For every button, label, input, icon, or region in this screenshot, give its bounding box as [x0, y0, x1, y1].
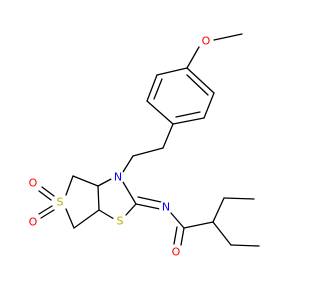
bond-aryl-1-2 [186, 67, 215, 94]
bond-c6a-s [98, 209, 115, 220]
bond-ch2-ch3-up [223, 197, 255, 200]
atom-label-o-sulfone-bottom: O [29, 216, 38, 229]
bond-c3a-c6a [97, 185, 100, 211]
atom-o-methoxy: O [199, 34, 213, 48]
atom-label-s-sulfone: S [57, 196, 64, 209]
bond-s-c2 [125, 203, 137, 216]
bond-s-o-bottom-second [38, 205, 53, 215]
bond-c-o-carbonyl-second [173, 226, 178, 245]
canvas-background [0, 0, 300, 300]
molecule-structure: O N N S O O S O [0, 0, 300, 300]
bond-n-c3a [97, 177, 114, 187]
bond-aryl-6-1 [156, 67, 188, 76]
bond-ch2-ch2 [132, 147, 164, 157]
bond-s-ch2 [65, 208, 75, 229]
atom-label-o-methoxy: O [202, 35, 211, 48]
bond-aryl-5-6 [146, 74, 158, 102]
bond-ch2-c6a [73, 209, 100, 229]
atom-label-o-carbonyl: O [172, 246, 181, 259]
bond-ch-ch2-down [212, 221, 232, 246]
bond-lines [38, 33, 260, 247]
bond-s-o-top-second [38, 190, 52, 201]
bond-aryl-1-2-inner [186, 74, 209, 96]
bond-c-ch [183, 221, 214, 229]
atom-label-n-imine: N [162, 201, 170, 214]
bond-ch2-ch3-down [230, 244, 260, 247]
atom-label-n-ring: N [114, 171, 122, 184]
atom-label-s-thiazolidine: S [117, 215, 124, 228]
atom-o-sulfone-bottom: O [26, 215, 40, 229]
bond-s-o-bottom [40, 209, 55, 219]
bond-ch2-s [65, 175, 74, 196]
bond-c2-n-imine-second [137, 196, 162, 203]
bond-aryl-3-4 [172, 117, 205, 125]
bond-c3a-ch2 [72, 175, 99, 187]
bond-aryl-5-6-inner [153, 78, 163, 100]
atom-n-ring: N [111, 170, 125, 184]
atom-o-sulfone-top: O [26, 176, 40, 190]
atom-n-imine: N [159, 200, 173, 214]
bond-s-o-top [41, 186, 55, 197]
bond-c-o-carbonyl [180, 227, 185, 246]
atom-s-thiazolidine: S [113, 214, 127, 228]
bond-aryl-ch2 [162, 123, 174, 149]
bond-n-c-carbonyl [170, 212, 185, 229]
bond-ch2-n [122, 155, 134, 173]
atom-o-carbonyl: O [169, 245, 183, 259]
atom-label-o-sulfone-top: O [29, 177, 38, 190]
atom-s-sulfone: S [53, 195, 67, 209]
bond-o-aryl [186, 46, 200, 69]
bond-aryl-4-5 [146, 100, 174, 125]
bond-aryl-2-3 [203, 92, 215, 119]
bond-n-c2 [122, 181, 137, 205]
bond-ch-ch2-up [212, 197, 225, 223]
atom-labels: O N N S O O S O [26, 34, 213, 259]
bond-aryl-3-4-inner [175, 111, 201, 118]
bond-c2-n-imine [135, 203, 161, 210]
bond-methyl-o [213, 33, 243, 41]
